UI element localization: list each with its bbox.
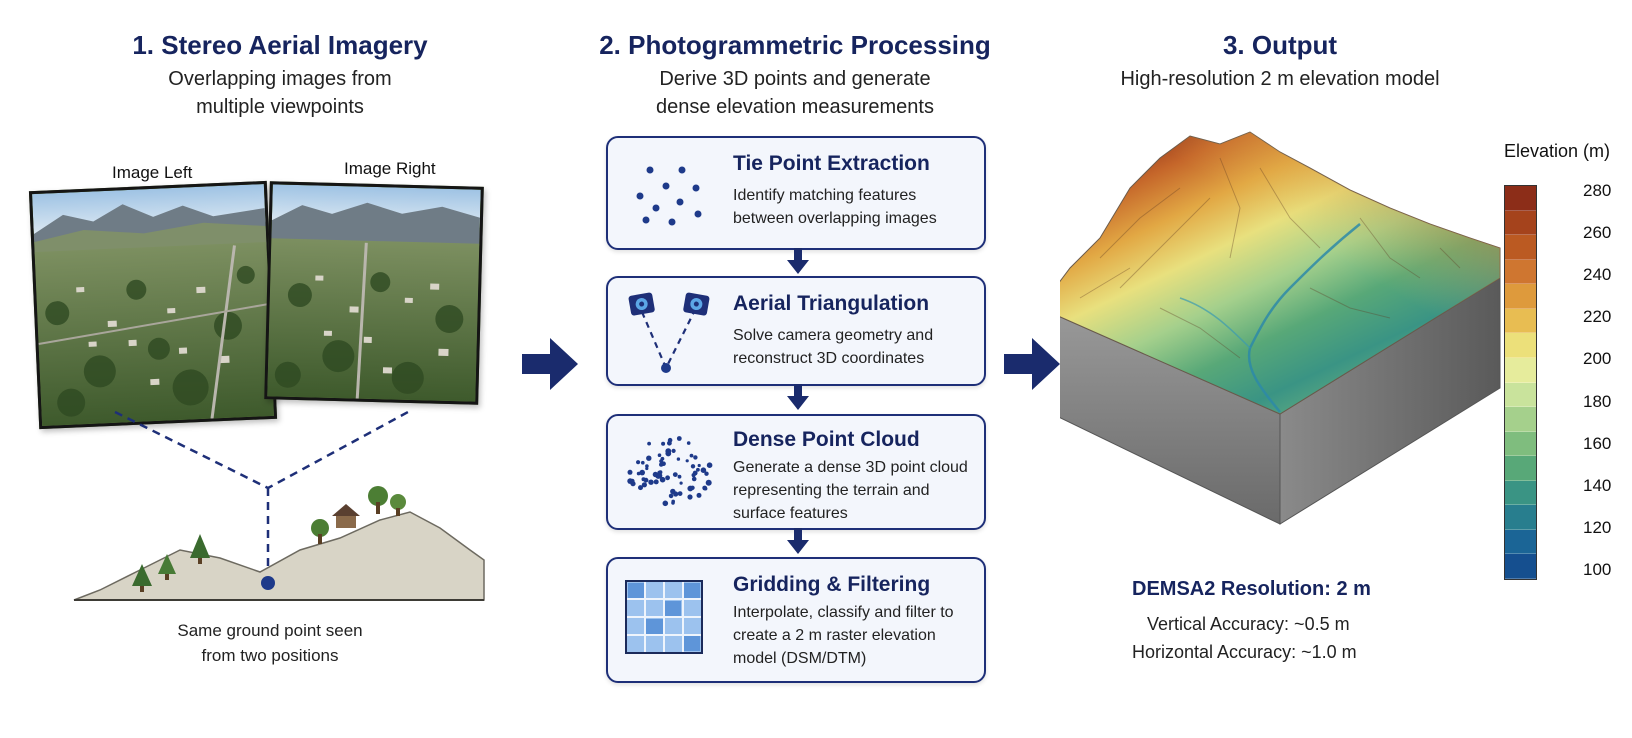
step-description: Identify matching features between overl… — [733, 187, 937, 227]
colorbar-tick-label: 100 — [1583, 560, 1612, 579]
raster-grid-icon — [625, 580, 703, 654]
output-title: 3. Output — [1222, 30, 1338, 60]
legend-title: Elevation (m) — [1504, 141, 1611, 161]
colorbar-segment — [1505, 210, 1536, 236]
step-title: Aerial Triangulation — [733, 292, 930, 315]
colorbar-segment — [1505, 382, 1536, 408]
terrain-elevation-model — [1060, 131, 1501, 525]
image-left-label: Image Left — [112, 163, 193, 182]
colorbar-tick-label: 280 — [1583, 181, 1612, 200]
colorbar-segment — [1505, 235, 1536, 260]
elevation-colorbar — [1504, 185, 1537, 580]
processing-subtitle: Derive 3D points and generate dense elev… — [570, 65, 1020, 121]
flow-arrow-1 — [522, 338, 578, 390]
tree-icon — [132, 486, 406, 592]
step-title: Tie Point Extraction — [733, 152, 930, 175]
colorbar-tick-label: 120 — [1583, 517, 1612, 537]
image-right-label: Image Right — [344, 159, 436, 178]
caption-line: from two positions — [201, 646, 339, 665]
colorbar-segment — [1505, 308, 1536, 334]
subtitle-line: multiple viewpoints — [196, 96, 364, 118]
scattered-points-icon — [636, 166, 702, 226]
house-icon — [332, 504, 360, 528]
stereo-ground-diagram — [73, 410, 485, 601]
subtitle-line: Derive 3D points and generate — [659, 68, 931, 90]
colorbar-segment — [1505, 186, 1536, 211]
horizontal-accuracy: Horizontal Accuracy: ~1.0 m — [1132, 642, 1357, 662]
colorbar-tick-label: 260 — [1583, 223, 1612, 243]
processing-title: 2. Photogrammetric Processing — [599, 30, 991, 60]
subtitle-line: Overlapping images from — [168, 68, 392, 90]
colorbar-segment — [1505, 480, 1536, 506]
stereo-imagery-subtitle: Overlapping images from multiple viewpoi… — [100, 65, 460, 121]
down-arrow-icon — [787, 528, 809, 554]
step-aerial-triangulation: Aerial Triangulation Solve camera geomet… — [606, 276, 986, 386]
step-tie-point-extraction: Tie Point Extraction Identify matching f… — [606, 136, 986, 250]
step-description: Generate a dense 3D point cloud represen… — [733, 459, 968, 522]
resolution-title: DEMSA2 Resolution: 2 m — [1132, 578, 1371, 600]
down-arrow-icon — [787, 248, 809, 274]
vertical-accuracy: Vertical Accuracy: ~0.5 m — [1147, 614, 1350, 634]
camera-triangulation-icon — [628, 292, 710, 373]
colorbar-segment — [1505, 284, 1536, 309]
colorbar-segment — [1505, 357, 1536, 383]
point-cloud-icon — [627, 436, 713, 507]
caption-line: Same ground point seen — [177, 621, 363, 640]
step-dense-point-cloud: Dense Point Cloud Generate a dense 3D po… — [606, 414, 986, 530]
colorbar-tick-label: 180 — [1583, 391, 1612, 411]
flow-arrow-2 — [1004, 338, 1060, 390]
stereo-imagery-title: 1. Stereo Aerial Imagery — [132, 30, 428, 60]
step-description: Interpolate, classify and filter to crea… — [733, 604, 954, 667]
colorbar-segment — [1505, 333, 1536, 358]
colorbar-segment — [1505, 259, 1536, 285]
colorbar-segment — [1505, 407, 1536, 432]
colorbar-tick-label: 160 — [1583, 433, 1612, 453]
colorbar-segment — [1505, 456, 1536, 481]
step-description: Solve camera geometry and reconstruct 3D… — [733, 327, 934, 367]
colorbar-segment — [1505, 431, 1536, 457]
output-subtitle: High-resolution 2 m elevation model — [1070, 65, 1490, 93]
aerial-photo-right — [264, 181, 484, 405]
colorbar-tick-label: 140 — [1583, 475, 1612, 495]
colorbar-tick-label: 220 — [1583, 307, 1612, 327]
step-title: Dense Point Cloud — [733, 428, 920, 451]
colorbar-tick-label: 200 — [1583, 349, 1612, 369]
step-title: Gridding & Filtering — [733, 573, 931, 596]
down-arrow-icon — [787, 384, 809, 410]
ground-point-caption: Same ground point seen from two position… — [120, 618, 420, 668]
colorbar-tick-label: 240 — [1583, 265, 1612, 285]
colorbar-segment — [1505, 529, 1536, 555]
colorbar-segment — [1505, 554, 1536, 579]
step-gridding-filtering: Gridding & Filtering Interpolate, classi… — [606, 557, 986, 683]
subtitle-line: dense elevation measurements — [656, 96, 934, 118]
aerial-photo-left — [28, 180, 278, 430]
colorbar-segment — [1505, 505, 1536, 530]
subtitle-line: High-resolution 2 m elevation model — [1120, 68, 1440, 90]
